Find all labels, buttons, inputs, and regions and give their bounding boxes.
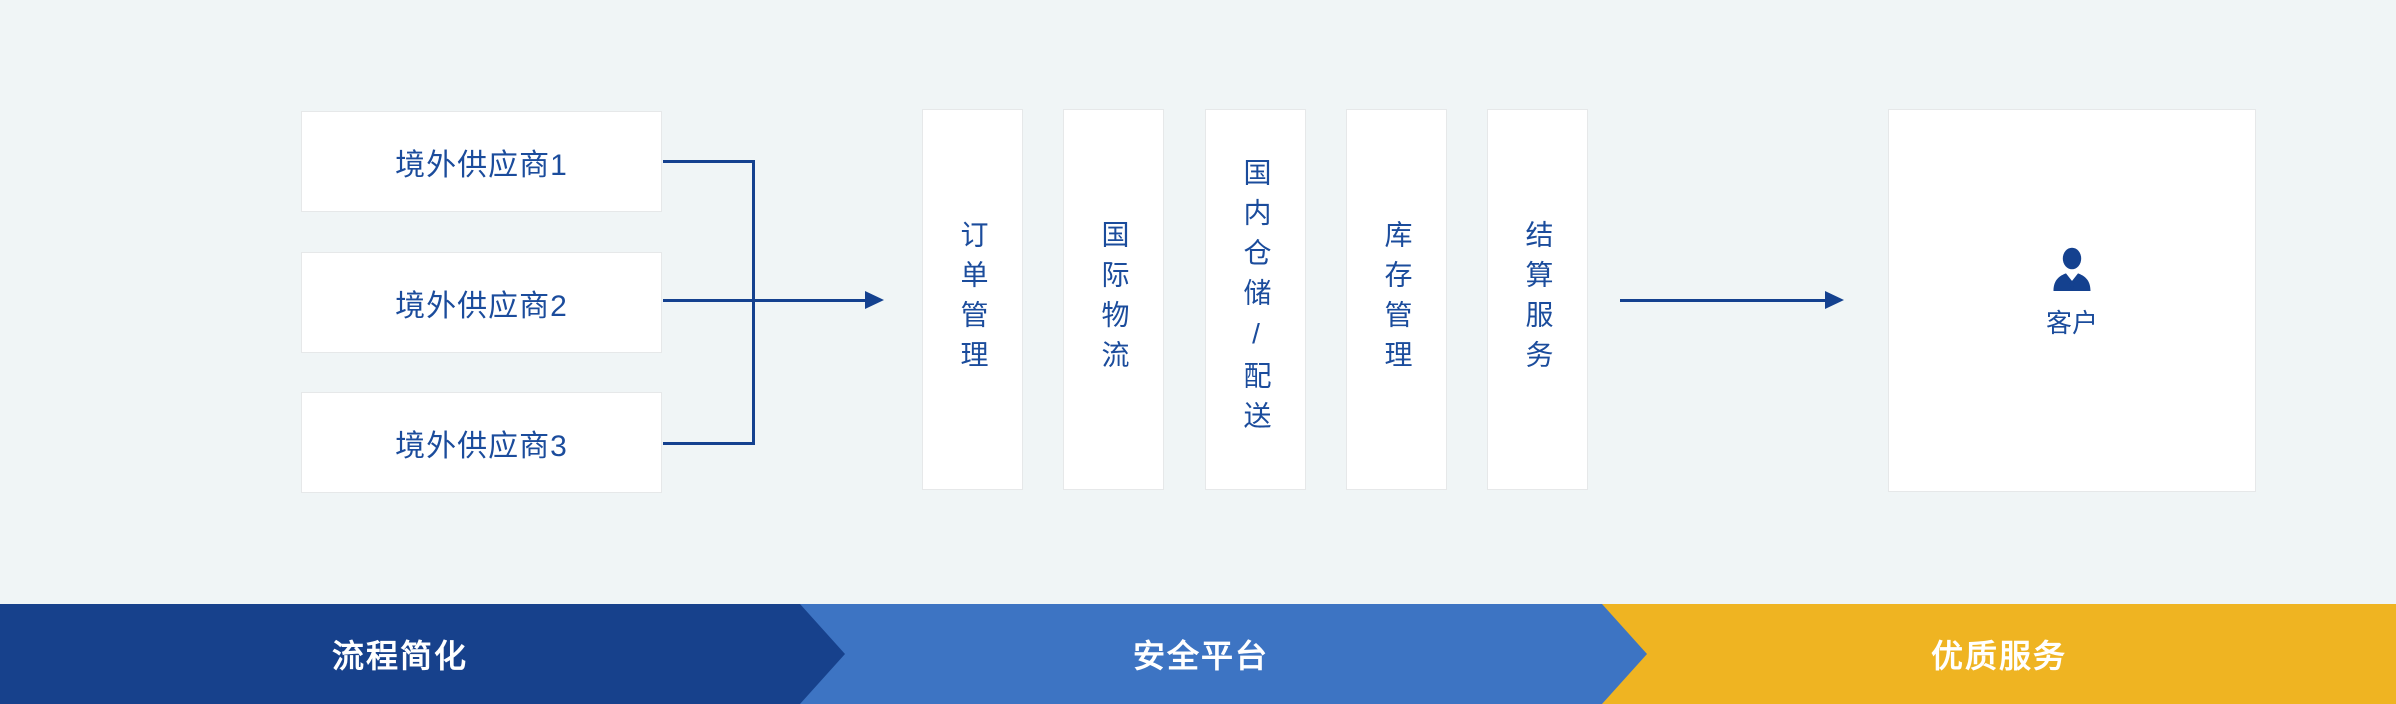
process-step-label: 国内仓储/配送: [1240, 158, 1272, 441]
connector-line-supplier1: [663, 160, 754, 163]
banner-segment-label: 安全平台: [1132, 638, 1269, 674]
supplier-box-1: 境外供应商1: [301, 111, 662, 212]
process-step-box-order: 订单管理: [922, 109, 1023, 490]
process-step-label: 国际物流: [1098, 219, 1130, 380]
supplier-label: 境外供应商1: [395, 148, 568, 182]
banner-segment-quality-service: 优质服务: [1602, 604, 2396, 704]
process-step-box-intl-logistics: 国际物流: [1063, 109, 1164, 490]
person-icon: [2053, 247, 2091, 291]
customer-label: 客户: [2045, 308, 2098, 338]
process-step-label: 结算服务: [1522, 219, 1554, 380]
supplier-label: 境外供应商2: [395, 289, 568, 323]
connector-line-supplier2: [663, 299, 866, 302]
supplier-box-2: 境外供应商2: [301, 252, 662, 353]
banner-segment-label: 优质服务: [1930, 638, 2067, 674]
banner: 流程简化 安全平台 优质服务: [0, 604, 2396, 704]
connector-line-customer: [1620, 299, 1825, 302]
arrowhead-icon: [1825, 291, 1844, 309]
supplier-box-3: 境外供应商3: [301, 392, 662, 493]
process-step-box-settlement: 结算服务: [1487, 109, 1588, 490]
banner-segment-secure-platform: 安全平台: [800, 604, 1647, 704]
process-step-label: 库存管理: [1381, 219, 1413, 380]
connector-line-vertical: [752, 160, 755, 445]
banner-segment-label: 流程简化: [331, 638, 468, 674]
supplier-label: 境外供应商3: [395, 429, 568, 463]
customer-content: 客户: [2046, 247, 2098, 340]
arrowhead-icon: [865, 291, 884, 309]
connector-line-supplier3: [663, 442, 754, 445]
banner-segment-process-simplification: 流程简化: [0, 604, 845, 704]
process-step-box-warehouse-delivery: 国内仓储/配送: [1205, 109, 1306, 490]
process-step-box-inventory: 库存管理: [1346, 109, 1447, 490]
customer-box: 客户: [1888, 109, 2256, 492]
process-step-label: 订单管理: [957, 219, 989, 380]
